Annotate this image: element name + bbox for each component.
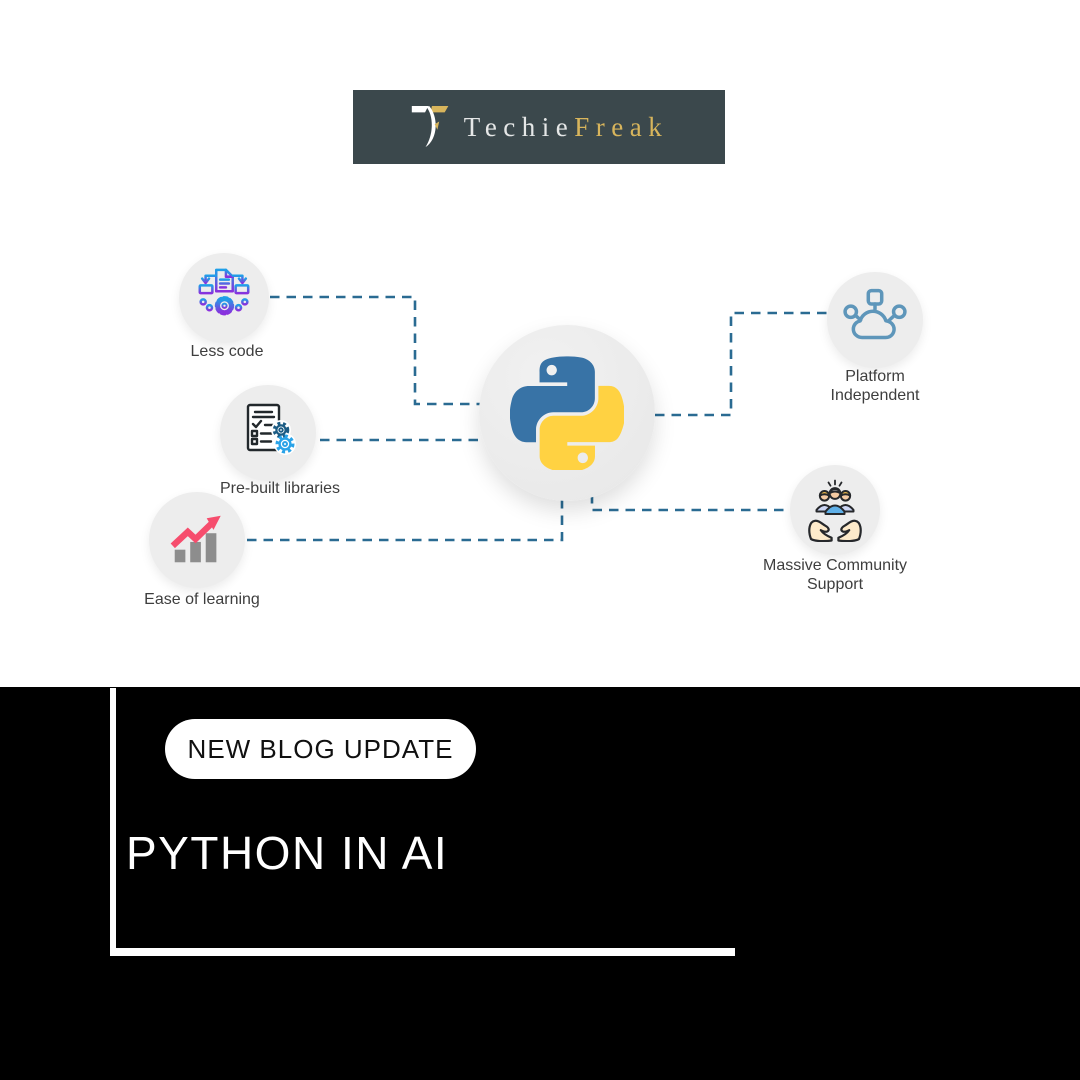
connector-platform-independent xyxy=(655,311,827,417)
connector-community-support xyxy=(590,494,787,512)
brand-banner: TechieFreak xyxy=(353,90,725,164)
brand-monogram-icon xyxy=(411,106,449,148)
connector-ease-of-learning xyxy=(247,496,564,542)
frame-vertical-line xyxy=(110,688,116,956)
bottom-banner: NEW BLOG UPDATE PYTHON IN AI xyxy=(0,687,1080,1080)
cloud-network-icon xyxy=(843,288,907,340)
frame-horizontal-line xyxy=(110,948,735,956)
diagram-connectors xyxy=(247,295,827,542)
python-node xyxy=(479,325,655,501)
feature-label-line2: Support xyxy=(806,575,864,593)
feature-label-less-code: Less code xyxy=(190,343,264,360)
brand-name-freak: Freak xyxy=(574,111,669,142)
feature-label-prebuilt-libraries: Pre-built libraries xyxy=(219,480,341,497)
new-blog-badge[interactable]: NEW BLOG UPDATE xyxy=(165,719,476,779)
feature-label-platform-independent: Platform Independent xyxy=(831,368,920,405)
brand-name: TechieFreak xyxy=(464,112,669,143)
feature-prebuilt-libraries xyxy=(220,385,316,481)
feature-label-line2: Independent xyxy=(830,386,920,404)
feature-community-support xyxy=(790,465,880,555)
feature-label-line1: Massive Community xyxy=(762,557,908,574)
python-logo-icon xyxy=(510,356,624,470)
feature-less-code xyxy=(179,253,269,343)
brand-name-techie: Techie xyxy=(463,111,575,142)
feature-label-community-support: Massive Community Support xyxy=(763,557,907,594)
feature-label-ease-of-learning: Ease of learning xyxy=(144,591,260,608)
connector-less-code xyxy=(270,295,481,406)
workflow-icon xyxy=(198,268,250,316)
checklist-gears-icon xyxy=(246,403,296,455)
feature-platform-independent xyxy=(827,272,923,368)
blog-title: PYTHON IN AI xyxy=(126,827,449,879)
community-hands-icon xyxy=(808,479,862,542)
growth-chart-icon xyxy=(170,515,221,563)
feature-label-line1: Platform xyxy=(845,368,905,385)
feature-ease-of-learning xyxy=(149,492,245,588)
